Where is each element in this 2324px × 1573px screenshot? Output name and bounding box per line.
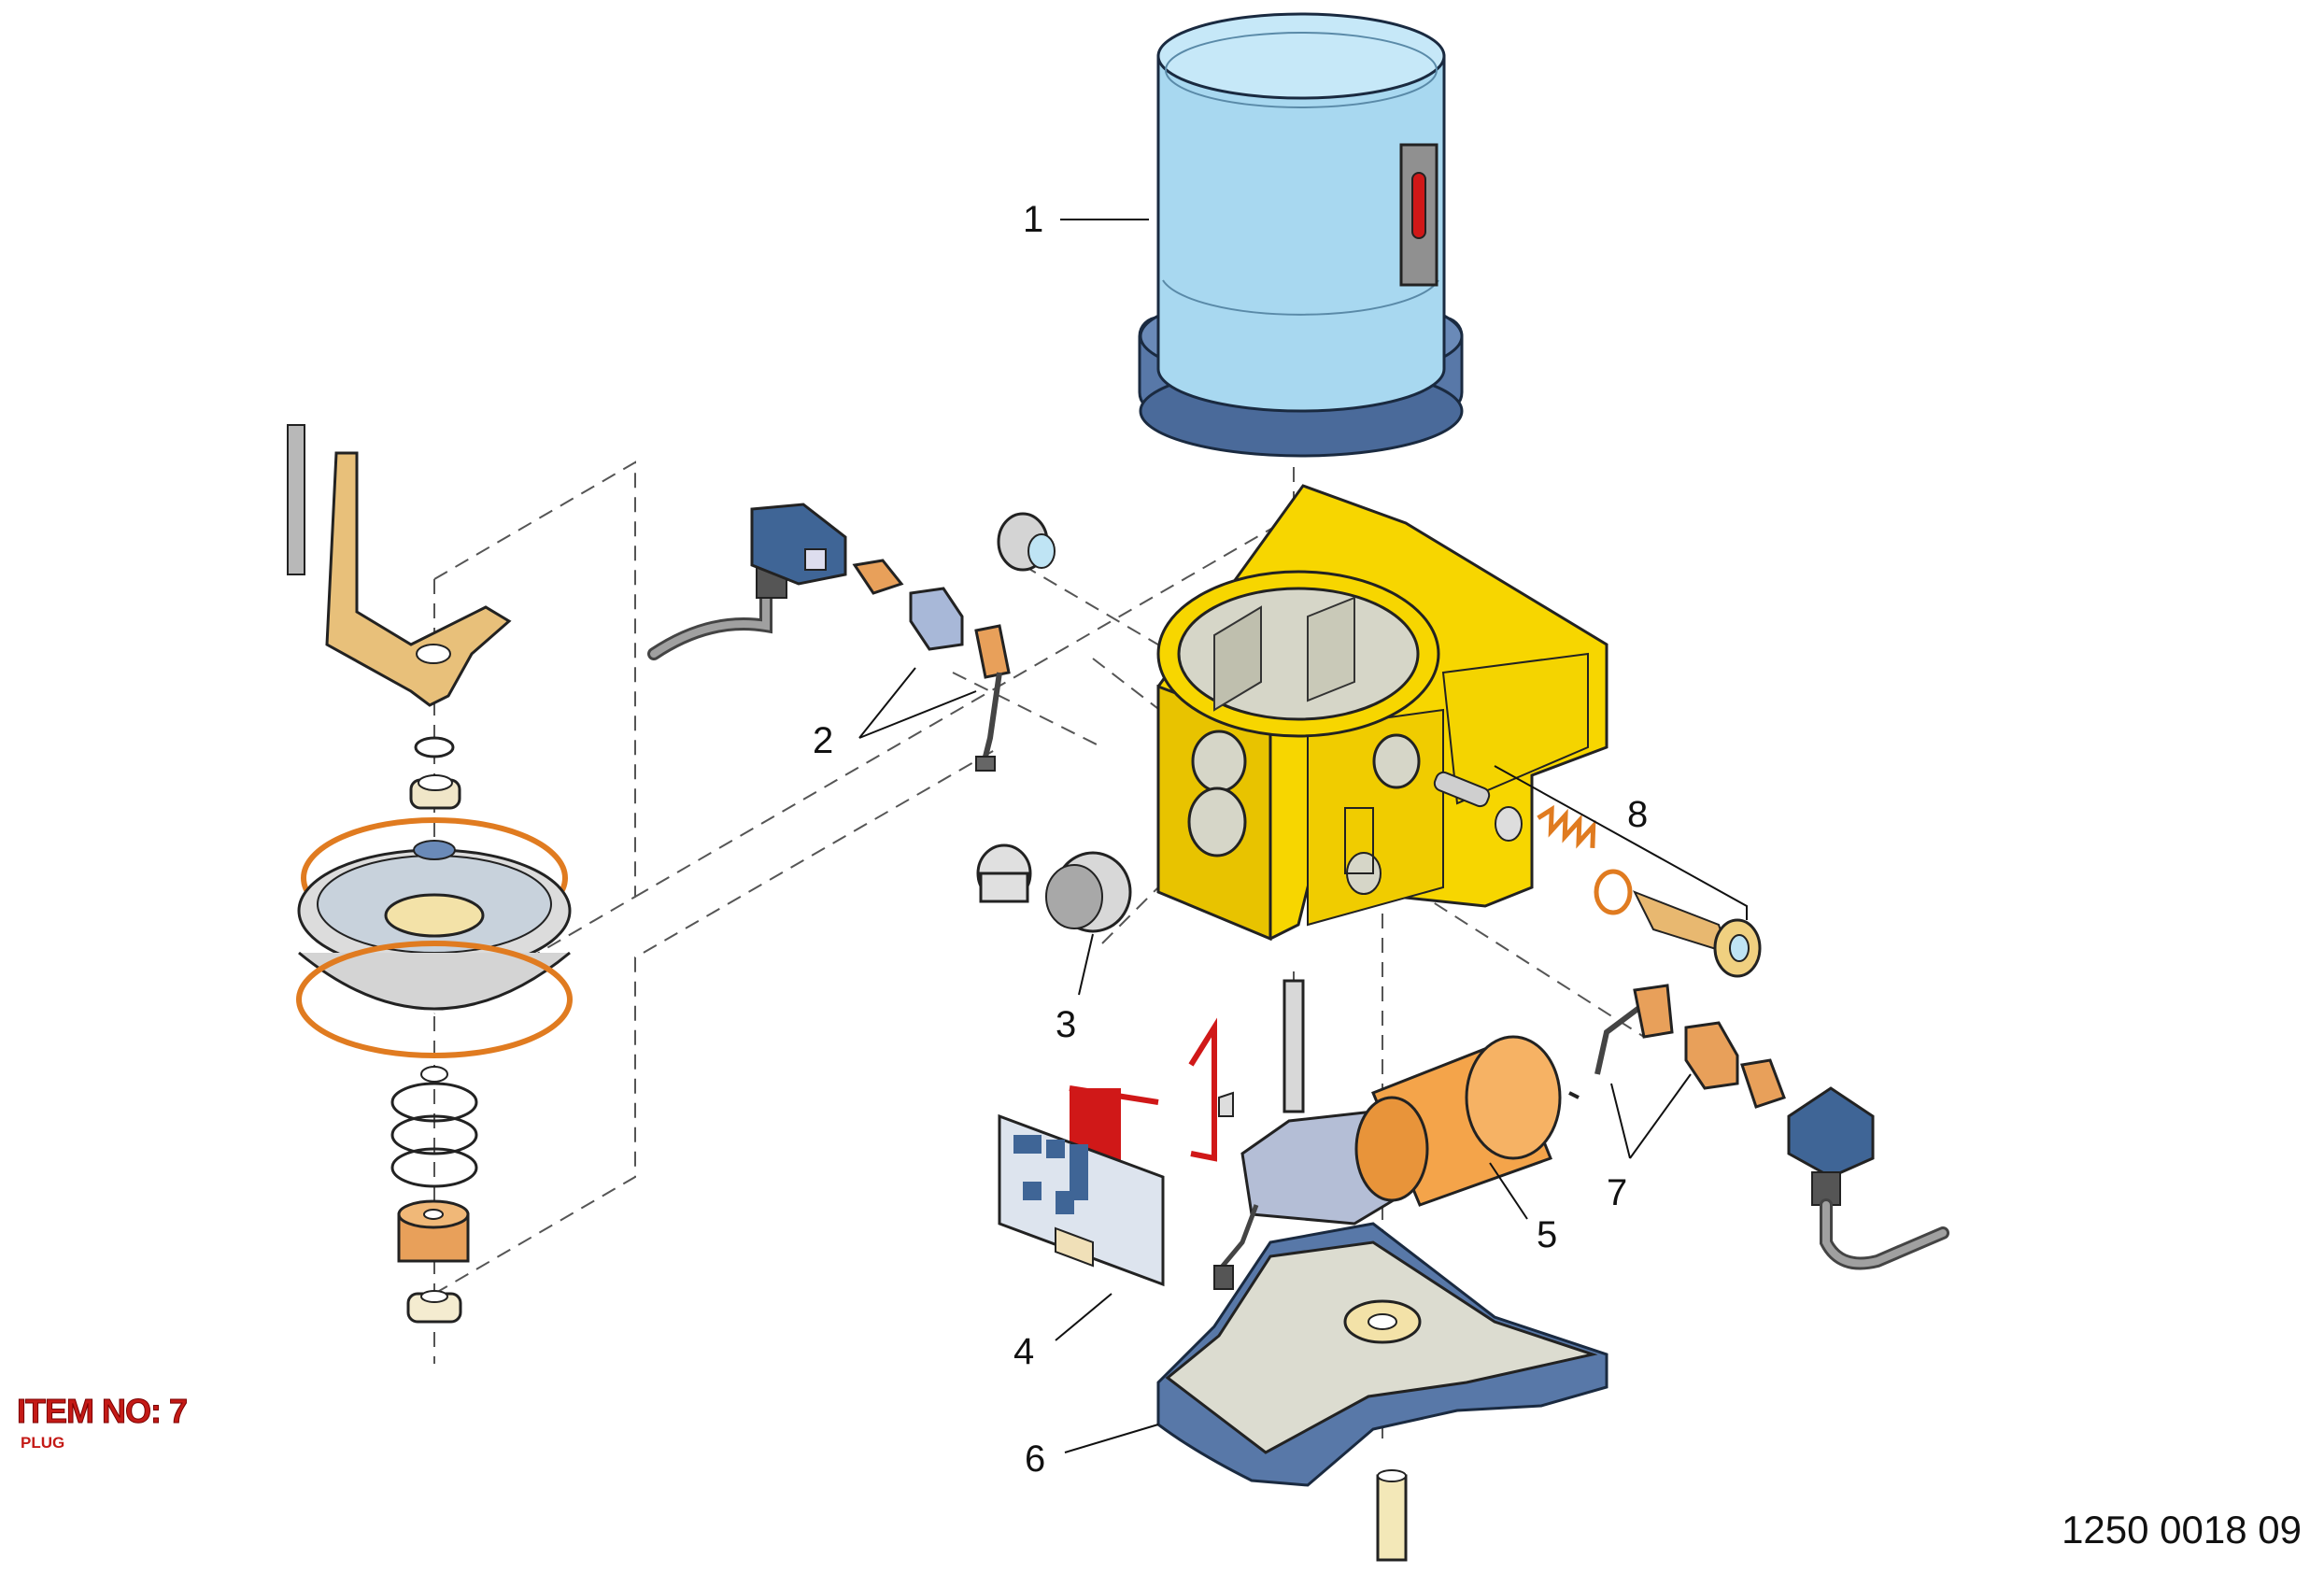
connector-assembly-upper <box>647 503 1011 772</box>
circuit-board <box>998 1017 1217 1287</box>
callout-8: 8 <box>1627 794 1648 835</box>
pump-housing <box>1156 484 1608 942</box>
item-number-title: ITEM NO: 7 <box>16 1392 188 1431</box>
callout-1: 1 <box>1023 199 1043 240</box>
reservoir <box>1138 12 1464 458</box>
stirring-assembly <box>287 424 573 1324</box>
callout-7: 7 <box>1607 1172 1627 1213</box>
callout-2: 2 <box>813 720 833 761</box>
callout-3: 3 <box>1056 1004 1076 1045</box>
callout-labels: 1 2 3 4 5 6 7 8 <box>813 199 1648 1480</box>
plug-upper <box>997 512 1056 572</box>
motor-gearbox <box>1213 979 1580 1290</box>
callout-6: 6 <box>1025 1438 1045 1480</box>
item-number-subtitle: PLUG <box>21 1434 65 1452</box>
callout-5: 5 <box>1537 1214 1557 1255</box>
base-plate <box>1156 1222 1608 1562</box>
leader-lines <box>858 219 1748 1453</box>
connector-assembly-lower <box>1594 984 1949 1270</box>
document-number: 1250 0018 09 <box>2062 1508 2302 1552</box>
callout-4: 4 <box>1013 1331 1034 1372</box>
plug-lower <box>976 843 1032 903</box>
relief-valve <box>1433 771 1762 978</box>
check-valve <box>1045 851 1132 933</box>
